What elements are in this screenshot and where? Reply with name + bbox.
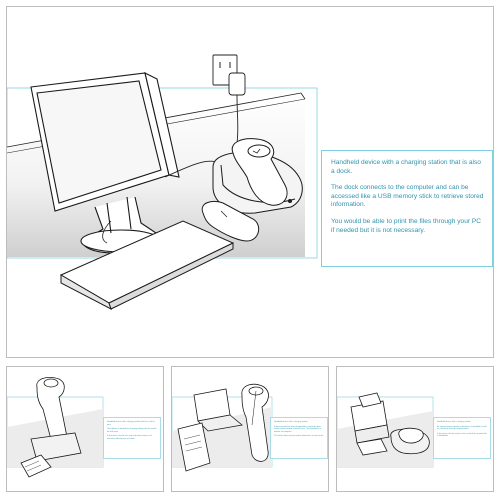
monitor-cable <box>102 220 112 244</box>
thumbnail-2-para-3: The device does not print patient inform… <box>274 435 324 438</box>
wall-outlet <box>212 54 246 144</box>
thumbnail-3-illustration <box>337 392 434 468</box>
main-storyboard-panel: Handheld device with a charging station … <box>6 6 494 358</box>
main-caption-para-1: Handheld device with a charging station … <box>331 159 481 175</box>
main-caption-para-3: You would be able to print the files thr… <box>331 217 482 234</box>
main-caption-box: Handheld device with a charging station … <box>321 150 493 267</box>
keyboard <box>59 220 235 311</box>
thumbnail-1-para-2: Once device is docked the charging stati… <box>107 428 157 433</box>
thumbnail-3-para-3: In this photo, the line of print is the … <box>437 432 487 438</box>
storyboard-thumbnail-2[interactable]: Handheld device with a charging station.… <box>171 366 329 492</box>
thumbnail-2-illustration <box>172 383 273 472</box>
computer-mouse <box>201 200 260 242</box>
thumbnail-1-para-3: In this photo, the line of a strip and s… <box>107 435 152 440</box>
thumbnail-3-para-1: Handheld device with a charging station. <box>437 421 471 423</box>
thumbnail-3-caption: Handheld device with a charging station.… <box>433 417 491 459</box>
thumbnail-2-para-2: It does not print but when plugged into … <box>274 425 322 433</box>
thumbnail-3-para-2: An external printer specific to the devi… <box>437 425 487 431</box>
thumbnail-1-illustration <box>7 377 104 478</box>
storyboard-thumbnail-3[interactable]: Handheld device with a charging station.… <box>336 366 494 492</box>
docking-station <box>212 138 303 214</box>
thumbnail-2-caption: Handheld device with a charging station.… <box>270 417 328 459</box>
thumbnail-2-para-1: Handheld device with a charging station. <box>274 421 308 423</box>
main-caption-para-2: The dock connects to the computer and ca… <box>331 184 484 209</box>
thumbnail-1-caption: Handheld device with a charging station … <box>103 417 161 459</box>
storyboard-thumbnail-1[interactable]: Handheld device with a charging station … <box>6 366 164 492</box>
thumbnail-1-para-1: Handheld device with a charging station … <box>107 421 155 426</box>
main-illustration <box>7 54 318 311</box>
